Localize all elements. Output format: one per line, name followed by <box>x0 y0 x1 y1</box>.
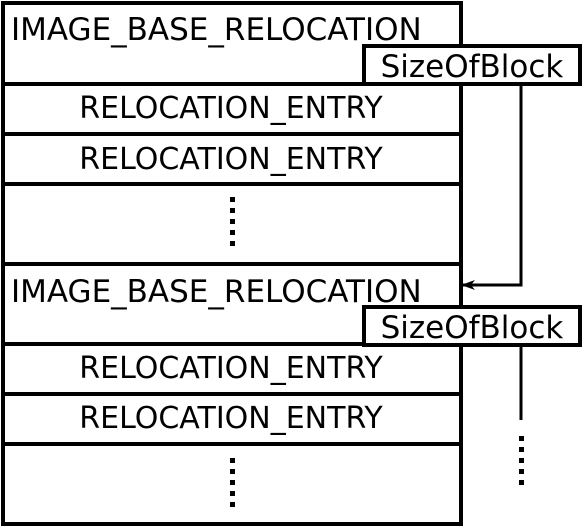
size-of-block-pointer-arrow <box>461 84 523 290</box>
block-1-size-of-block-label: SizeOfBlock <box>381 49 564 85</box>
block-2-header-label: IMAGE_BASE_RELOCATION <box>11 274 422 310</box>
size-of-block-continuation-dots <box>519 436 524 485</box>
block-1-size-of-block-box <box>362 44 582 86</box>
block-2-size-of-block-box <box>362 305 582 347</box>
block-2-entry-1-label: RELOCATION_ENTRY <box>79 351 383 386</box>
block-1-header-label: IMAGE_BASE_RELOCATION <box>11 12 422 48</box>
block-2-entry-2-label: RELOCATION_ENTRY <box>79 401 383 436</box>
block-1-entry-2-label: RELOCATION_ENTRY <box>79 142 383 177</box>
block-2-ellipsis <box>230 458 235 507</box>
block-1-ellipsis <box>230 197 235 246</box>
block-1-entry-1-label: RELOCATION_ENTRY <box>79 91 383 126</box>
block-2-size-of-block-label: SizeOfBlock <box>381 310 564 346</box>
